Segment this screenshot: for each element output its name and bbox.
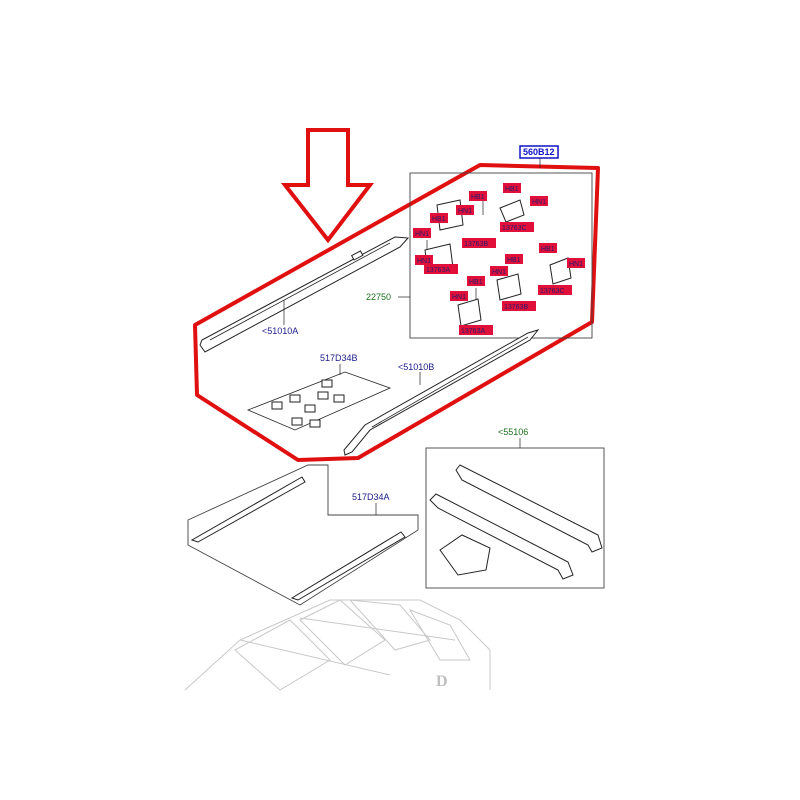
crossbars-frame bbox=[425, 447, 605, 589]
roof-rail-right bbox=[343, 329, 540, 456]
highlight-outline bbox=[193, 163, 600, 462]
roof-rail-left bbox=[199, 236, 410, 353]
label-rail-right: <51010B bbox=[398, 362, 434, 372]
crossbars bbox=[429, 464, 603, 580]
svg-text:HN1: HN1 bbox=[458, 208, 472, 215]
svg-text:HB1: HB1 bbox=[505, 186, 519, 193]
svg-text:13763B: 13763B bbox=[464, 241, 488, 248]
svg-text:HN1: HN1 bbox=[532, 199, 546, 206]
bracket-tags: HB1 HN1 HB1 HN1 13763C HB1 HN1 13763B HN… bbox=[413, 183, 585, 335]
svg-text:13763B: 13763B bbox=[504, 304, 528, 311]
svg-text:13763A: 13763A bbox=[461, 328, 485, 335]
svg-text:HN1: HN1 bbox=[417, 258, 431, 265]
svg-text:13763C: 13763C bbox=[502, 225, 527, 232]
svg-text:HB1: HB1 bbox=[541, 246, 555, 253]
label-rail-left: <51010A bbox=[262, 326, 298, 336]
label-strips: 517D34A bbox=[352, 492, 390, 502]
header-tag-text: 560B12 bbox=[523, 147, 555, 157]
svg-text:HN1: HN1 bbox=[569, 261, 583, 268]
svg-text:HB1: HB1 bbox=[507, 257, 521, 264]
svg-text:13763C: 13763C bbox=[540, 288, 565, 295]
svg-text:HB1: HB1 bbox=[469, 279, 483, 286]
svg-text:HB1: HB1 bbox=[471, 194, 485, 201]
svg-text:HN1: HN1 bbox=[492, 269, 506, 276]
svg-text:13763A: 13763A bbox=[426, 267, 450, 274]
watermark-letter: D bbox=[436, 673, 448, 690]
vehicle-outline bbox=[184, 599, 491, 691]
strips-frame bbox=[187, 464, 419, 606]
label-crossbars: <55106 bbox=[498, 427, 528, 437]
strip-left bbox=[190, 476, 306, 543]
bracket-set-frame bbox=[409, 172, 593, 339]
label-bracket-set: 22750 bbox=[366, 292, 391, 302]
svg-text:HN1: HN1 bbox=[415, 231, 429, 238]
end-caps-tray bbox=[246, 371, 392, 431]
svg-text:HB1: HB1 bbox=[432, 216, 446, 223]
strip-right bbox=[290, 531, 406, 601]
svg-text:HN1: HN1 bbox=[452, 294, 466, 301]
header-tag: 560B12 bbox=[519, 145, 559, 159]
label-caps: 517D34B bbox=[320, 353, 358, 363]
down-arrow-icon bbox=[280, 128, 375, 244]
